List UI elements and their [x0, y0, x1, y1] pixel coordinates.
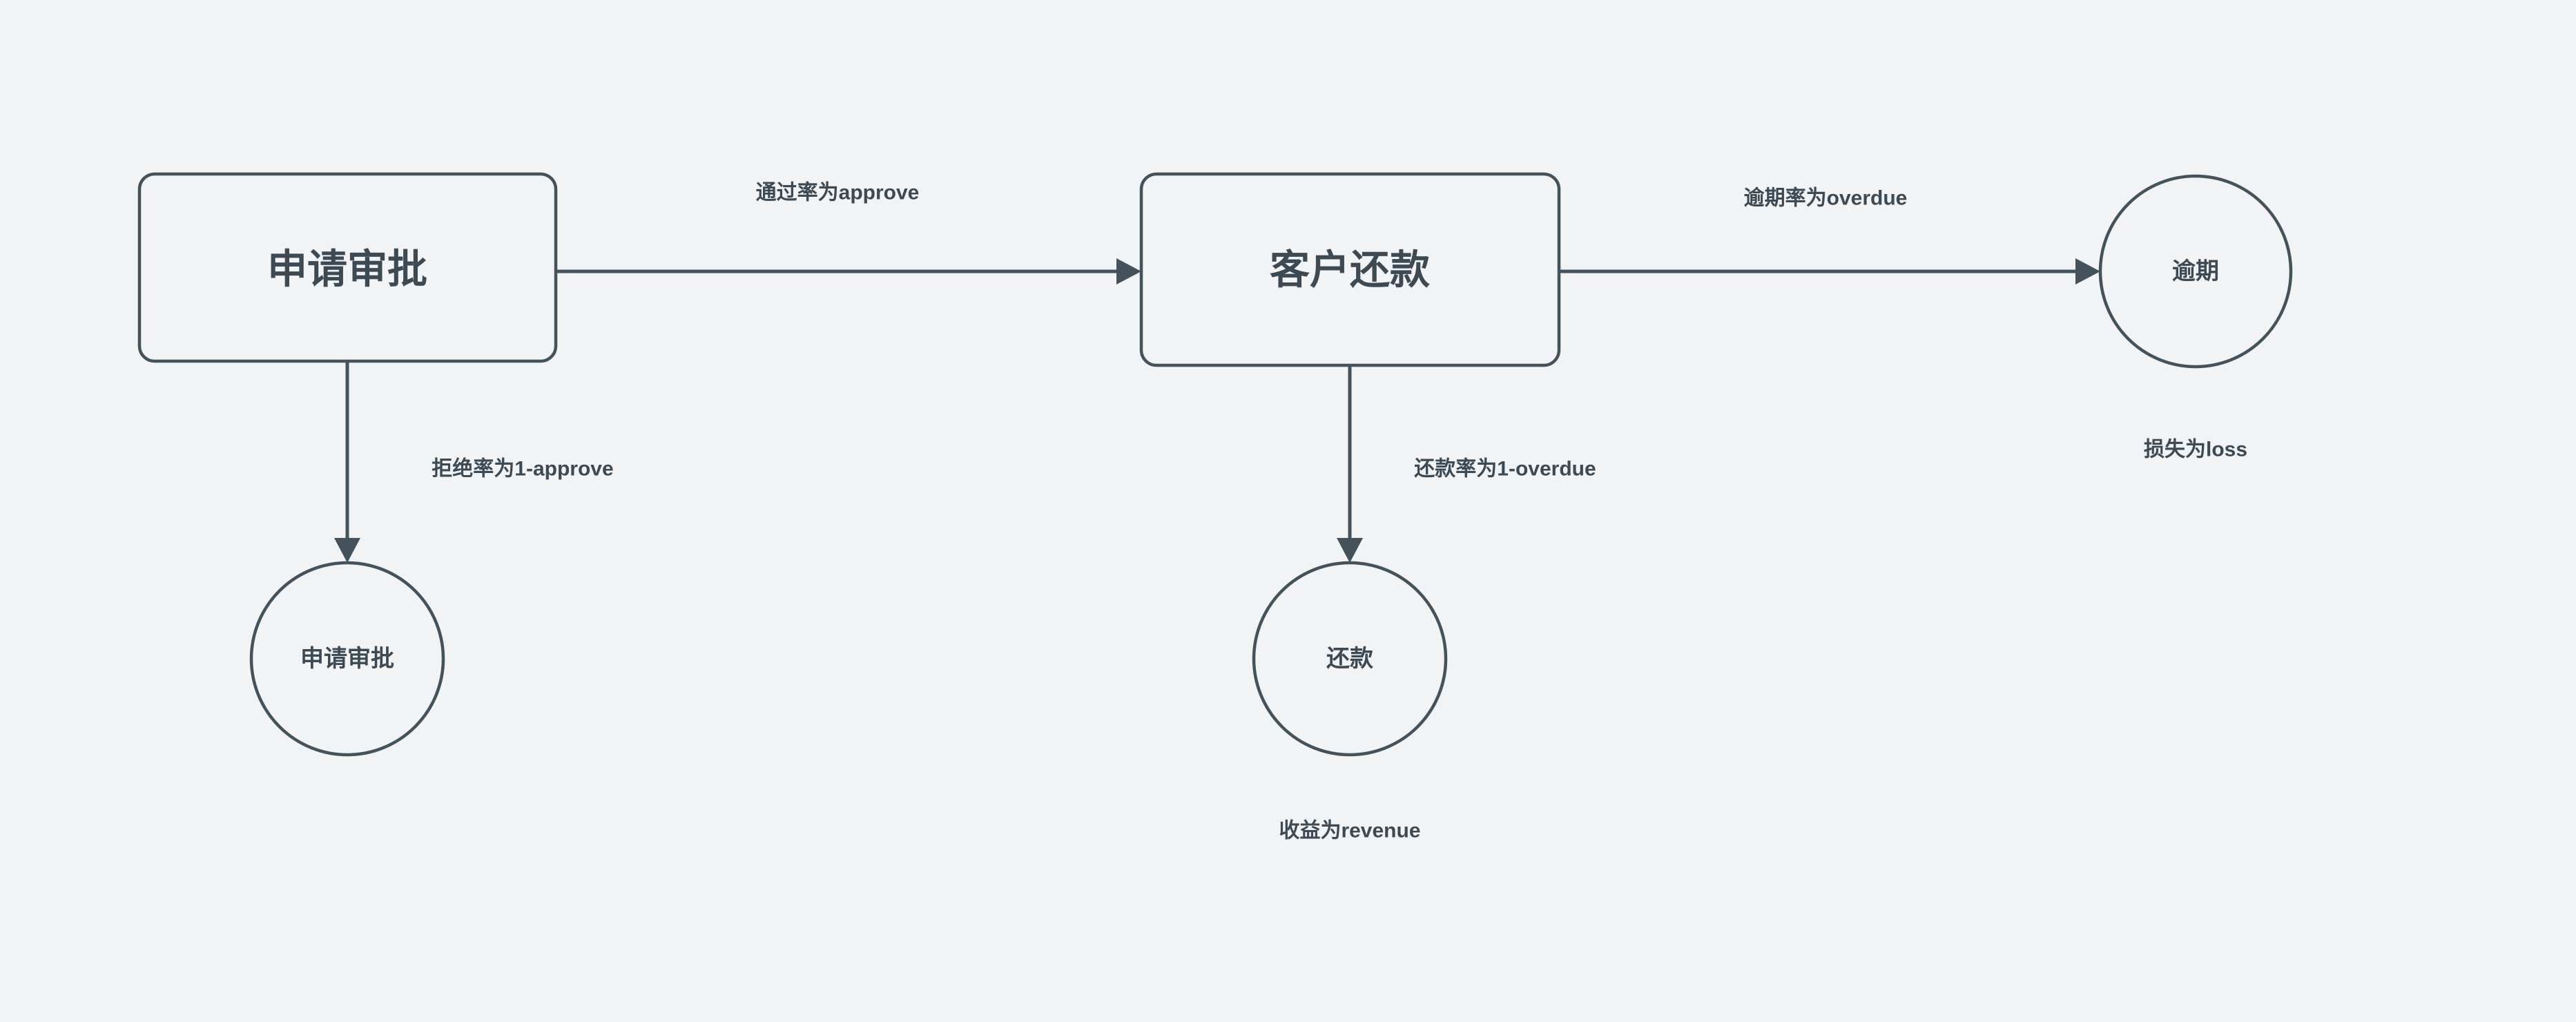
node-shape-rounded-rect [1139, 172, 1561, 367]
edge-repay-to-repaid[interactable] [1337, 365, 1363, 563]
edge-apply-to-rejected[interactable] [334, 361, 360, 563]
node-rejected-label: 申请审批 [300, 646, 394, 672]
node-shape-circle [2098, 174, 2293, 369]
node-repay[interactable]: 客户还款 [1139, 172, 1561, 367]
node-repay-label: 客户还款 [1270, 248, 1430, 293]
node-rejected[interactable]: 申请审批 [249, 561, 445, 757]
edge-apply-to-repay[interactable] [556, 258, 1141, 285]
arrowhead-icon [1116, 258, 1141, 285]
node-shape-rounded-rect [137, 172, 558, 363]
edge-label-overdue: 逾期率为overdue [1744, 187, 1908, 210]
edge-label-approve: 通过率为approve [756, 182, 920, 204]
arrowhead-icon [2075, 258, 2100, 285]
node-repaid-label: 还款 [1326, 646, 1373, 672]
edge-label-repay-rate: 还款率为1-overdue [1414, 458, 1596, 481]
node-apply[interactable]: 申请审批 [137, 172, 558, 363]
caption-loss: 损失为loss [2144, 438, 2247, 461]
node-repaid[interactable]: 还款 [1252, 561, 1448, 757]
arrowhead-icon [334, 538, 360, 563]
edge-label-reject: 拒绝率为1-approve [432, 457, 613, 481]
arrowhead-icon [1337, 538, 1363, 563]
edge-repay-to-overdue[interactable] [1559, 258, 2100, 285]
node-apply-label: 申请审批 [267, 247, 427, 292]
node-overdue-label: 逾期 [2172, 258, 2219, 285]
node-shape-circle [1252, 561, 1448, 757]
caption-revenue: 收益为revenue [1279, 820, 1420, 842]
node-overdue[interactable]: 逾期 [2098, 174, 2293, 369]
node-shape-circle [249, 561, 445, 757]
